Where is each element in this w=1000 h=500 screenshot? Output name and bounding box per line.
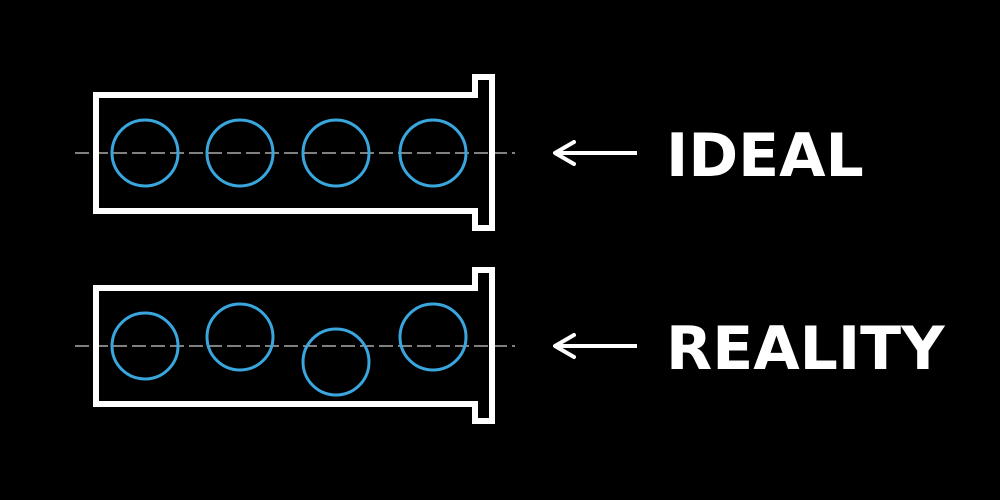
ideal-cylinder-bore-1 — [110, 118, 180, 188]
reality-cylinder-bore-1 — [110, 311, 180, 381]
reality-label: REALITY — [666, 314, 946, 384]
reality-engine-block-outline — [93, 267, 495, 424]
reality-cylinder-bore-2 — [205, 302, 275, 372]
ideal-label: IDEAL — [666, 121, 864, 191]
ideal-cylinder-bore-4 — [398, 118, 468, 188]
ideal-cylinder-bore-3 — [301, 118, 371, 188]
ideal-row: IDEAL — [75, 74, 864, 231]
reality-arrow-icon — [553, 333, 637, 359]
reality-cylinder-bore-3 — [301, 327, 371, 397]
reality-cylinder-bore-4 — [398, 302, 468, 372]
reality-row: REALITY — [75, 267, 946, 424]
ideal-arrow-icon — [553, 140, 637, 166]
ideal-engine-block-outline — [93, 74, 495, 231]
ideal-cylinder-bore-2 — [205, 118, 275, 188]
